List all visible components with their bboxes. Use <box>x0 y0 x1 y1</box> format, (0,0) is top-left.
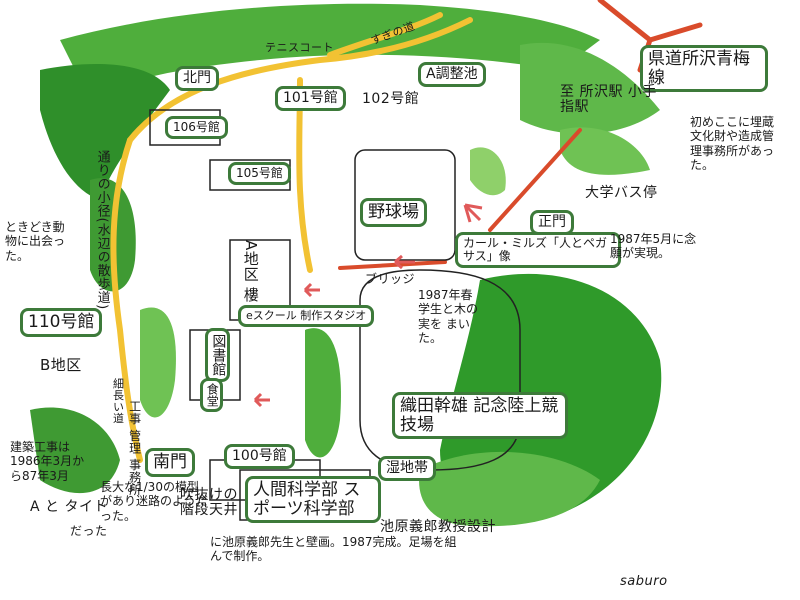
construction-period-note: 建築工事は1986年3月から87年3月 <box>10 440 85 483</box>
wetland-label: 湿地帯 <box>378 456 436 482</box>
building-110-label: 110号館 <box>20 308 103 337</box>
bus-stop-label: 大学バス停 <box>585 185 658 201</box>
side-trail-label: 通りの小径(水辺の散歩道) <box>94 150 110 310</box>
datta-note: だった <box>70 524 108 538</box>
a-pond-label: A調整池 <box>418 62 486 88</box>
station-direction-label: 至 所沢駅 小手指駅 <box>560 84 657 115</box>
statue-label: カール・ミルズ「人とペガサス」像 <box>455 232 621 269</box>
a-district-label: A地区 樓 <box>241 240 260 303</box>
path-west-arc <box>110 137 143 463</box>
bridge-road <box>338 260 447 270</box>
forest-center <box>140 307 176 418</box>
forest-south <box>419 451 600 527</box>
trees-note: 1987年春 学生と木の実を まいた。 <box>418 288 479 346</box>
forest-left <box>40 64 170 200</box>
arrow-bridge <box>394 254 415 270</box>
south-gate-label: 南門 <box>145 448 195 477</box>
baseball-field-label: 野球場 <box>360 198 427 227</box>
bridge-label: ブリッジ <box>365 272 416 286</box>
tennis-court-label: テニスコート <box>265 41 334 54</box>
shokudo-label: 食堂 <box>200 378 224 412</box>
design-note: 池原義郎教授設計 <box>380 519 496 535</box>
direction-arrows <box>253 203 483 408</box>
forest-east-top <box>520 42 660 134</box>
north-gate-label: 北門 <box>175 66 219 92</box>
arrow-main-gate <box>463 203 483 223</box>
building-100-label: 100号館 <box>224 444 295 470</box>
prefectural-road-label: 県道所沢青梅線 <box>640 45 768 93</box>
narrow-road-label: 細長い道 <box>111 378 125 424</box>
track-field-label: 織田幹雄 記念陸上競技場 <box>392 392 568 440</box>
building-101-label: 101号館 <box>275 86 346 112</box>
baseball-field-outline <box>354 149 456 261</box>
path-top-arc <box>127 17 473 143</box>
forest-mid-right <box>305 328 341 458</box>
model-note: 長大な1/30の模型があり迷路のようだった。 <box>100 480 209 523</box>
building-102-label: 102号館 <box>362 91 420 107</box>
forest-east-mid <box>560 127 650 175</box>
faculty-label: 人間科学部 スポーツ科学部 <box>245 476 381 524</box>
statue-note: 1987年5月に念願が実現。 <box>610 232 697 261</box>
path-sugimichi <box>327 12 443 58</box>
estudio-label: eスクール 制作スタジオ <box>238 305 375 328</box>
forest-east-strip <box>470 147 506 196</box>
building-105-label: 105号館 <box>228 162 291 186</box>
animals-note: ときどき動物に出会った。 <box>5 220 66 263</box>
building-106-label: 106号館 <box>165 116 228 140</box>
a-tite-note: A と タイト <box>30 499 108 515</box>
tree-areas <box>30 3 662 527</box>
atrium-label: 吹抜けの階段天井 <box>180 487 238 518</box>
construction-office-label: 工事 管理 事務所 <box>127 400 142 497</box>
arrow-center <box>303 282 320 298</box>
b-district-label: B地区 <box>40 356 82 374</box>
mural-note: に池原義郎先生と壁画。1987完成。足場を組んで制作。 <box>210 535 457 564</box>
forest-southwest <box>30 407 120 494</box>
road-to-station <box>488 128 582 232</box>
artist-signature: saburo <box>620 574 668 589</box>
buried-site-note: 初めここに埋蔵文化財や造成管理事務所があった。 <box>690 115 775 173</box>
arrow-south <box>253 392 270 408</box>
library-label: 図書館 <box>205 328 231 382</box>
